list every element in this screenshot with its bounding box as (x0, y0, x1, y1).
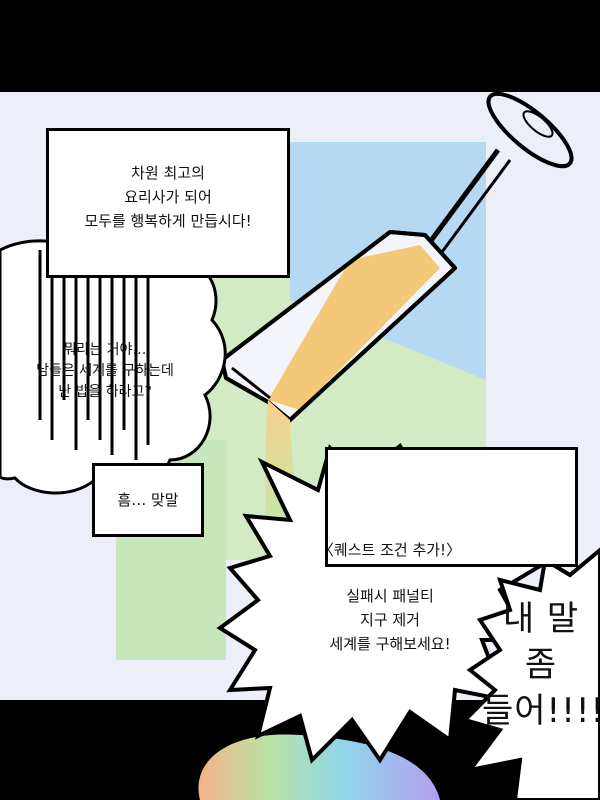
quest-line: 세계를 구해보세요! (329, 635, 451, 653)
top-black-bar (0, 0, 600, 92)
shout-line: 좀 (524, 645, 558, 685)
narration-line: 모두를 행복하게 만듭시다! (84, 212, 252, 230)
thought-line: 난 밥을 하라고? (58, 384, 152, 400)
shout-burst (461, 547, 600, 800)
reply-box: 흠… 맞말 (92, 463, 204, 537)
narration-box: 차원 최고의 요리사가 되어 모두를 행복하게 만듭시다! (46, 128, 290, 278)
system-window-frame (325, 447, 578, 567)
narration-line: 차원 최고의 (131, 164, 205, 182)
narration-line: 요리사가 되어 (124, 188, 212, 206)
shout-line: 들어!!!!! (482, 691, 600, 731)
shout-text: 내 말 좀 들어!!!!! (482, 596, 600, 734)
quest-spacer (290, 562, 490, 584)
thought-text: 뭐라는 거야… 남들은 세계를 구하는데 난 밥을 하라고? (10, 340, 200, 403)
quest-line: 지구 제거 (360, 611, 420, 629)
narration-text: 차원 최고의 요리사가 되어 모두를 행복하게 만듭시다! (49, 161, 287, 233)
reply-text: 흠… 맞말 (117, 491, 179, 509)
quest-text: 〈퀘스트 조건 추가!〉 실패시 패널티 지구 제거 세계를 구해보세요! (290, 538, 490, 656)
wine-glass (220, 91, 574, 422)
thought-line: 남들은 세계를 구하는데 (36, 363, 174, 379)
thought-line: 뭐라는 거야… (63, 342, 147, 358)
shout-line: 내 말 (502, 599, 580, 639)
quest-line: 실패시 패널티 (346, 587, 434, 605)
quest-title: 〈퀘스트 조건 추가!〉 (318, 541, 462, 559)
